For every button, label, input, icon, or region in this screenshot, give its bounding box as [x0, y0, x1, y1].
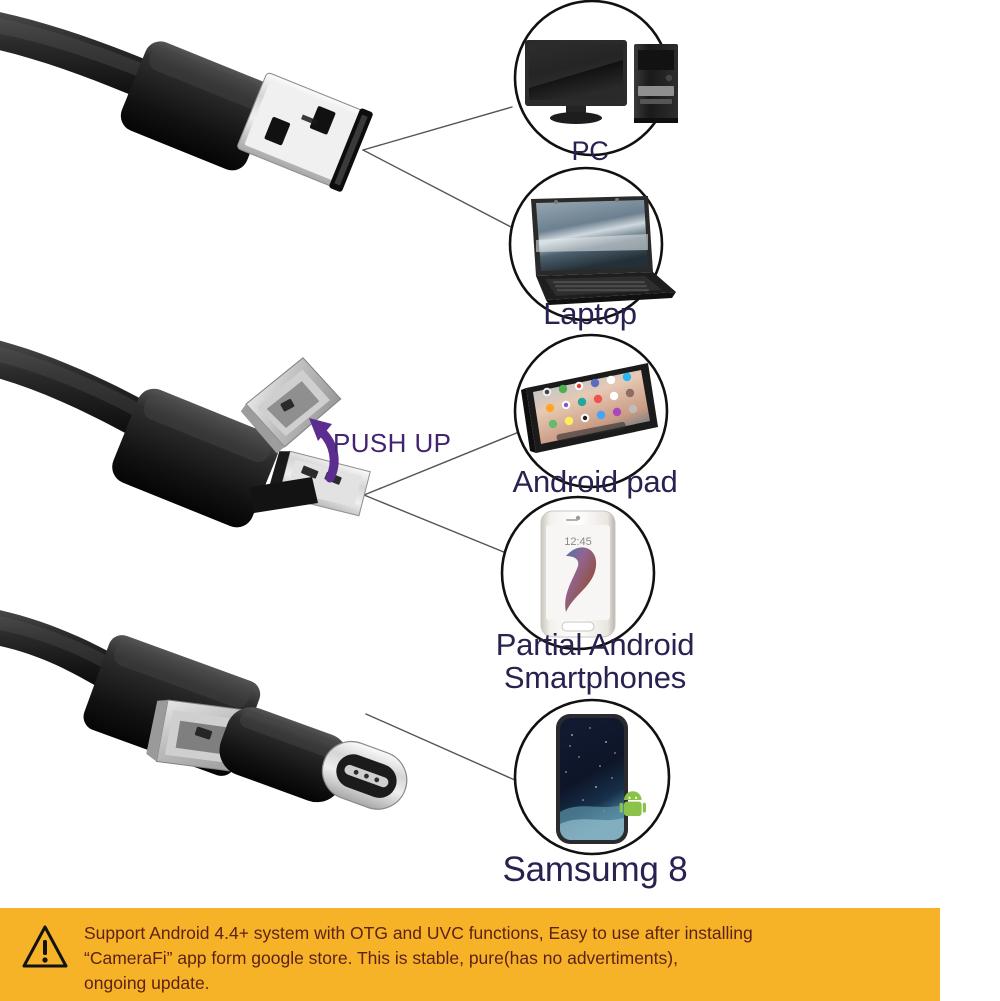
flipped-usb-a-shell — [240, 357, 342, 454]
android-mascot-icon — [619, 791, 646, 816]
desktop-computer-icon — [525, 40, 678, 124]
compatibility-notice-banner: Support Android 4.4+ system with OTG and… — [0, 908, 940, 1001]
line-to-laptop — [362, 149, 514, 229]
tablet-app-icons — [542, 372, 638, 429]
usb-a-connector-illustration — [0, 12, 373, 192]
push-up-arrow-icon — [309, 418, 339, 483]
line-to-phone — [363, 494, 517, 558]
usb-a-contact-slot-1 — [309, 106, 336, 135]
line-to-samsung — [365, 713, 518, 782]
usb-c-cable — [0, 610, 150, 708]
usb-a-cable — [0, 12, 232, 132]
device-label-pc: PC — [571, 136, 609, 166]
micro-usb-connector-illustration — [0, 340, 371, 528]
device-label-android-smartphones: Partial Android Smartphones — [495, 627, 695, 695]
device-label-laptop: Laptop — [543, 296, 637, 331]
samsung-galaxy-s8-icon — [556, 714, 646, 844]
usb-c-tip — [321, 741, 408, 810]
device-label-android-pad: Android pad — [512, 464, 678, 499]
usb-a-body — [120, 41, 272, 171]
smartphone-icon: 12:45 — [540, 510, 616, 638]
tablet-icon — [521, 363, 658, 453]
notice-text: Support Android 4.4+ system with OTG and… — [84, 923, 753, 993]
usb-a-metal-shell — [237, 72, 367, 188]
line-to-pc — [362, 106, 513, 151]
device-label-samsung: Samsumg 8 — [502, 850, 688, 889]
warning-triangle-icon — [22, 925, 68, 968]
folded-usb-a-shell — [146, 699, 266, 775]
micro-usb-body — [112, 388, 279, 528]
push-up-annotation: PUSH UP — [333, 428, 452, 458]
device-circle-pc — [513, 0, 678, 157]
usb-c-body — [83, 635, 261, 776]
svg-text:12:45: 12:45 — [564, 536, 592, 548]
micro-usb-cable — [0, 340, 204, 468]
usb-c-connector-illustration — [0, 610, 408, 810]
laptop-icon — [531, 196, 676, 305]
device-circle-samsung — [513, 698, 671, 856]
usb-a-contact-slot-2 — [264, 117, 291, 146]
